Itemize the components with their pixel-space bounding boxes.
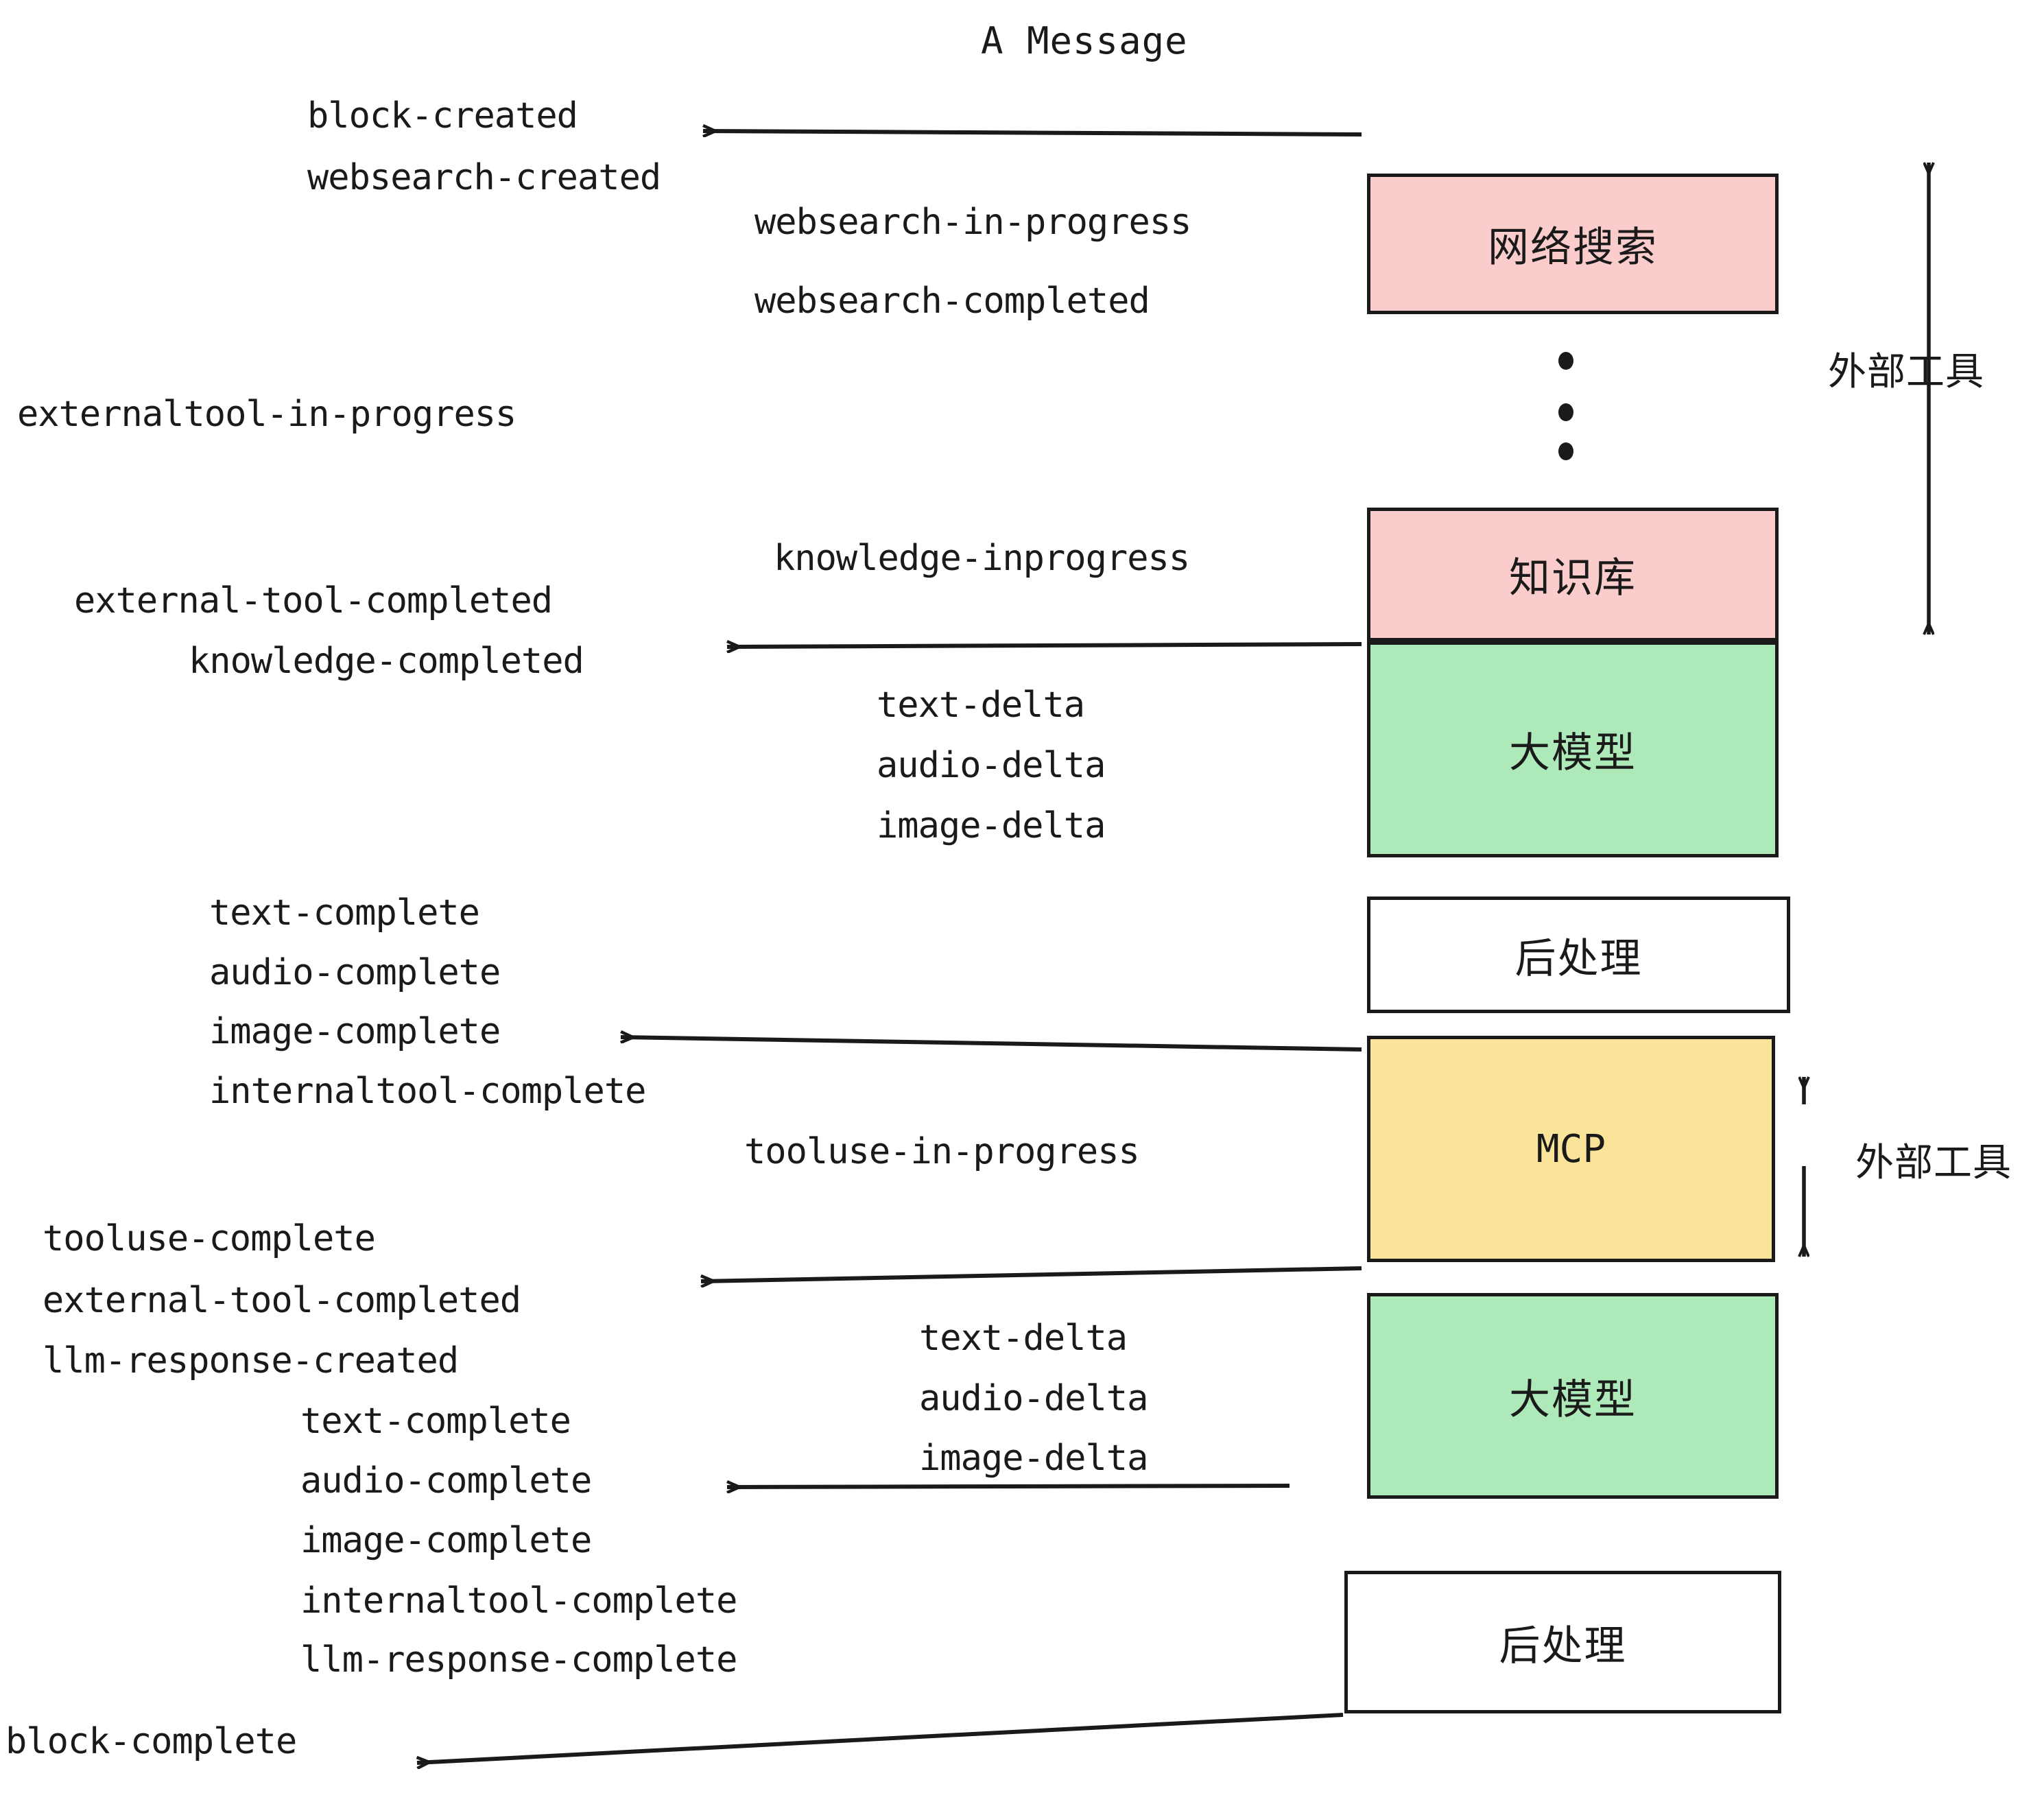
- arrow-knowledge-to-knowledge-completed: [727, 644, 1362, 647]
- arrow-mcp-to-tooluse-complete: [701, 1266, 1362, 1281]
- diagram-title: A Message: [981, 19, 1188, 62]
- event-label-external-tool-completed: external-tool-completed: [43, 1280, 521, 1321]
- event-label-websearch-in-progress: websearch-in-progress: [754, 202, 1191, 243]
- node-box-3: 后处理: [1367, 897, 1790, 1013]
- event-label-block-complete: block-complete: [5, 1721, 297, 1762]
- external-tool-label: 外部工具: [1855, 1141, 2012, 1185]
- event-label-tooluse-in-progress: tooluse-in-progress: [744, 1131, 1140, 1172]
- node-box-1: 知识库: [1367, 508, 1779, 641]
- event-label-llm-response-created: llm-response-created: [43, 1340, 459, 1381]
- arrow-postprocess-to-image-complete: [621, 1037, 1362, 1052]
- node-box-mcp: MCP: [1367, 1036, 1775, 1262]
- event-label-external-tool-completed: external-tool-completed: [74, 580, 553, 621]
- event-label-image-complete: image-complete: [209, 1011, 501, 1052]
- event-label-audio-complete: audio-complete: [209, 952, 501, 993]
- event-label-knowledge-inprogress: knowledge-inprogress: [774, 538, 1190, 579]
- event-label-llm-response-complete: llm-response-complete: [300, 1639, 737, 1681]
- event-label-internaltool-complete: internaltool-complete: [300, 1580, 737, 1622]
- ellipsis-dot: [1558, 352, 1573, 370]
- event-label-text-complete: text-complete: [209, 892, 480, 934]
- event-label-websearch-completed: websearch-completed: [754, 281, 1150, 322]
- event-label-audio-delta: audio-delta: [877, 745, 1106, 786]
- node-box-6: 后处理: [1344, 1571, 1781, 1713]
- event-label-image-complete: image-complete: [300, 1520, 592, 1561]
- event-label-websearch-created: websearch-created: [307, 157, 661, 198]
- ellipsis-dot: [1558, 442, 1573, 460]
- ellipsis-dot: [1558, 403, 1573, 421]
- node-box-5: 大模型: [1367, 1293, 1779, 1499]
- arrow-postprocess-to-block-complete: [417, 1713, 1344, 1763]
- event-label-image-delta: image-delta: [877, 805, 1106, 846]
- event-label-internaltool-complete: internaltool-complete: [209, 1071, 646, 1112]
- arrow-llm-to-audio-complete: [727, 1486, 1290, 1487]
- event-label-tooluse-complete: tooluse-complete: [43, 1218, 376, 1259]
- event-label-text-delta: text-delta: [919, 1318, 1128, 1359]
- event-label-externaltool-in-progress: externaltool-in-progress: [17, 394, 516, 435]
- event-label-audio-delta: audio-delta: [919, 1378, 1148, 1419]
- event-label-knowledge-completed: knowledge-completed: [189, 641, 584, 682]
- event-label-text-delta: text-delta: [877, 685, 1085, 726]
- event-label-block-created: block-created: [307, 95, 578, 137]
- event-label-audio-complete: audio-complete: [300, 1460, 592, 1502]
- event-label-image-delta: image-delta: [919, 1438, 1148, 1479]
- arrow-websearch-to-block-created: [703, 131, 1362, 134]
- external-tool-label: 外部工具: [1828, 350, 1984, 394]
- event-label-text-complete: text-complete: [300, 1401, 571, 1442]
- node-box-2: 大模型: [1367, 641, 1779, 857]
- node-box-0: 网络搜索: [1367, 174, 1779, 314]
